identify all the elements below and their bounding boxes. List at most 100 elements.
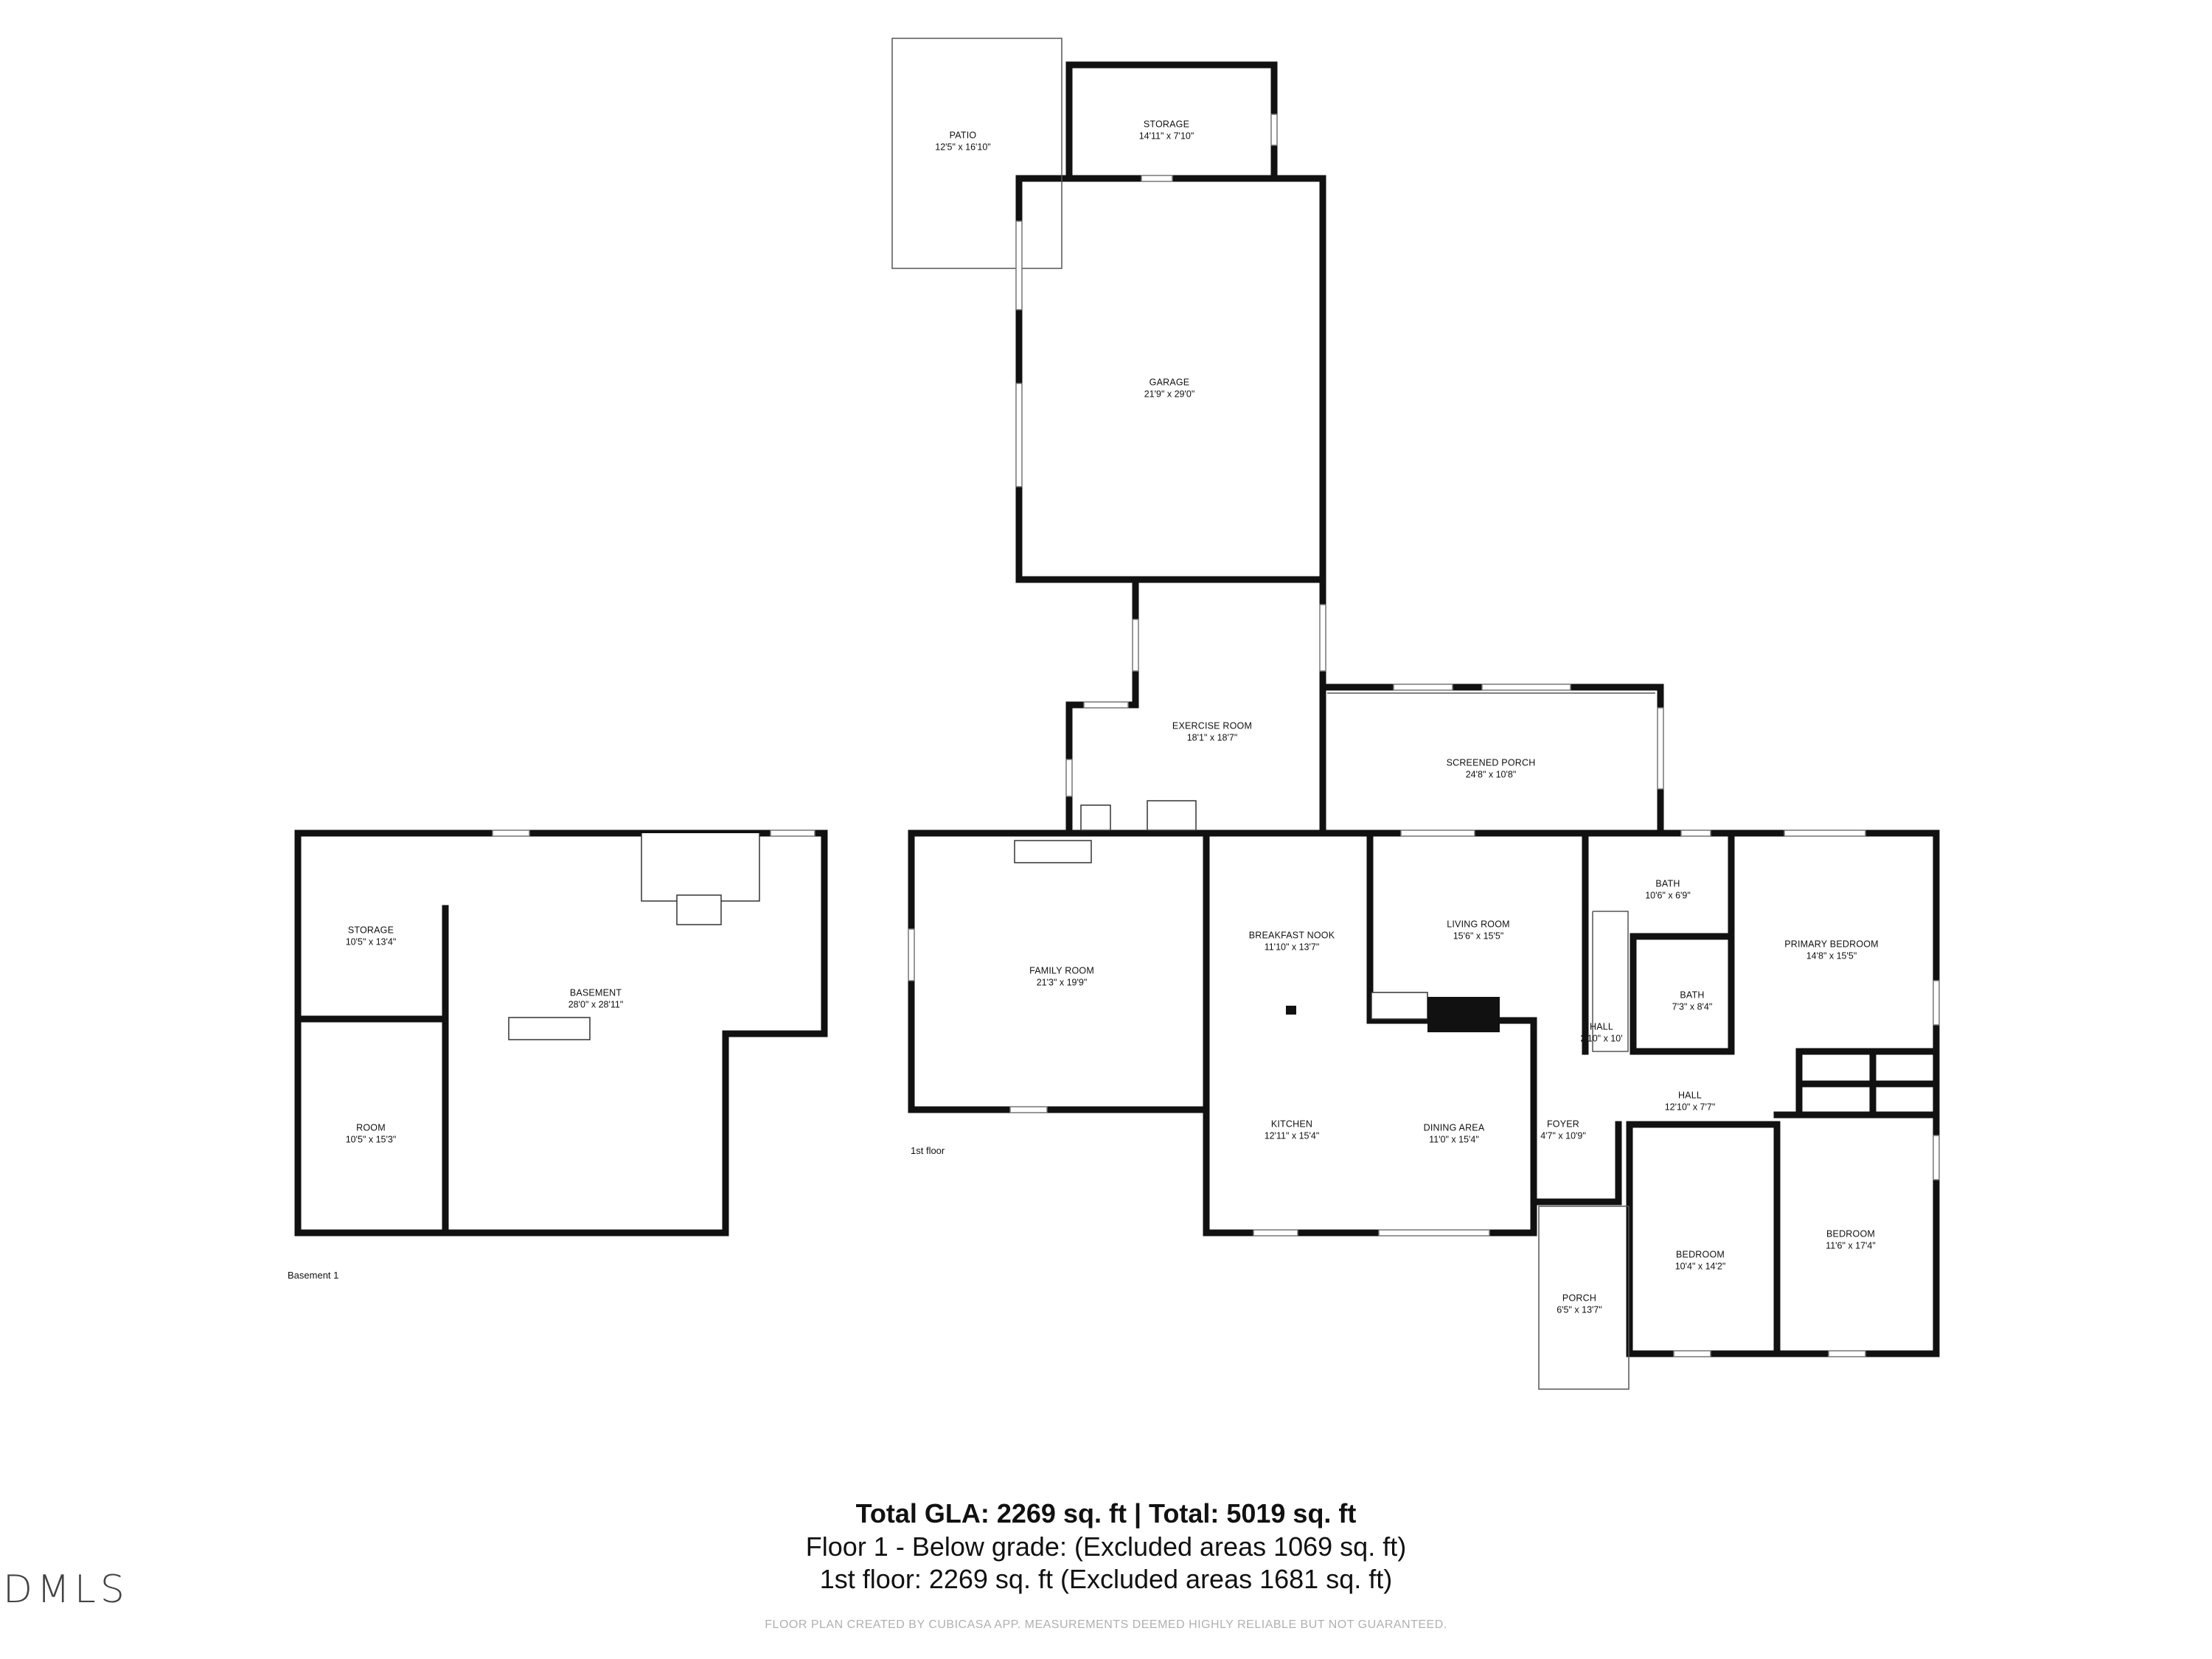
fireplace-living (1427, 997, 1500, 1032)
fireplace-family-room (1014, 840, 1092, 863)
room-name: HALL (1677, 1090, 1703, 1101)
stair-block-exercise (1080, 804, 1111, 831)
summary-total-line: Total GLA: 2269 sq. ft | Total: 5019 sq.… (855, 1498, 1357, 1528)
stair-block-exercise-2 (1147, 800, 1197, 831)
floor-label-basement: Basement 1 (288, 1270, 339, 1281)
porch-outline (1538, 1206, 1630, 1390)
room-name: KITCHEN (1270, 1119, 1313, 1130)
room-name: SCREENED PORCH (1446, 757, 1536, 768)
window (1828, 1350, 1866, 1357)
room-dims: 6'5" x 13'7" (1557, 1304, 1602, 1315)
window (1378, 1229, 1490, 1237)
room-dims: 18'1" x 18'7" (1186, 732, 1238, 742)
wall-foyer (1530, 1080, 1622, 1206)
room-dims: 11'6" x 17'4" (1826, 1240, 1876, 1251)
window (1141, 175, 1173, 182)
room-dims: 10'6" x 6'9" (1645, 890, 1691, 900)
wall-bath2 (1630, 933, 1735, 1055)
room-name: BATH (1655, 878, 1680, 889)
room-name: ROOM (356, 1122, 386, 1133)
wall-fireplace (1493, 1017, 1537, 1062)
room-dims: 10'5" x 15'3" (345, 1134, 397, 1144)
range-marker (1286, 1006, 1296, 1015)
window (770, 830, 815, 837)
room-dims: 21'9" x 29'0" (1144, 389, 1195, 399)
floor-label-first: 1st floor (911, 1145, 945, 1156)
room-name: HALL (1589, 1021, 1614, 1032)
window (1015, 383, 1023, 487)
room-name: BATH (1680, 990, 1705, 1001)
window (1933, 980, 1940, 1026)
room-dims: 12'10" x 7'7" (1664, 1102, 1716, 1112)
window (1253, 1229, 1298, 1237)
room-dims: 12'11" x 15'4" (1264, 1130, 1320, 1141)
room-dims: 7'3" x 8'4" (1672, 1001, 1713, 1012)
room-name: STORAGE (1143, 119, 1190, 130)
room-name: STORAGE (347, 925, 394, 936)
family-room-walls (908, 830, 1210, 1113)
area-summary: Total GLA: 2269 sq. ft | Total: 5019 sq.… (0, 1497, 2212, 1596)
window (908, 928, 915, 981)
window (1009, 1106, 1048, 1113)
room-dims: 14'8" x 15'5" (1806, 950, 1857, 961)
room-name: FOYER (1546, 1119, 1580, 1130)
room-dims: 14'11" x 7'10" (1138, 131, 1194, 141)
window (1270, 114, 1278, 146)
window (1083, 701, 1129, 709)
stairs (1592, 911, 1629, 1052)
window (1393, 684, 1453, 691)
room-name: DINING AREA (1423, 1122, 1485, 1133)
basement-stairs (641, 833, 760, 902)
window (1015, 220, 1023, 310)
hearth-living (1371, 992, 1428, 1020)
room-dims: 2'10" x 10' (1580, 1033, 1623, 1043)
basement-stairs-landing (676, 894, 722, 925)
room-name: LIVING ROOM (1447, 919, 1510, 930)
window (1400, 830, 1475, 837)
room-dims: 15'6" x 15'5" (1453, 931, 1504, 941)
room-name: BEDROOM (1826, 1228, 1875, 1239)
patio-outline (891, 38, 1062, 269)
room-dims: 28'0" x 28'11" (568, 999, 624, 1009)
room-name: BASEMENT (569, 987, 622, 998)
window (1132, 619, 1139, 672)
room-name: BEDROOM (1676, 1249, 1725, 1260)
room-dims: 11'10" x 13'7" (1264, 942, 1320, 952)
basement-outline (294, 830, 828, 1237)
dmls-logo: DMLS (3, 1568, 129, 1612)
room-dims: 24'8" x 10'8" (1465, 769, 1517, 779)
window (1680, 830, 1711, 837)
window (1784, 830, 1866, 837)
room-name: PRIMARY BEDROOM (1784, 939, 1879, 950)
window (1673, 1350, 1711, 1357)
summary-first-floor-line: 1st floor: 2269 sq. ft (Excluded areas 1… (819, 1564, 1393, 1594)
room-name: EXERCISE ROOM (1172, 720, 1253, 731)
room-name: FAMILY ROOM (1029, 965, 1094, 976)
room-dims: 21'3" x 19'9" (1036, 977, 1088, 987)
room-dims: 4'7" x 10'9" (1540, 1130, 1586, 1141)
room-dims: 12'5" x 16'10" (935, 142, 991, 152)
room-name: PORCH (1562, 1293, 1597, 1304)
